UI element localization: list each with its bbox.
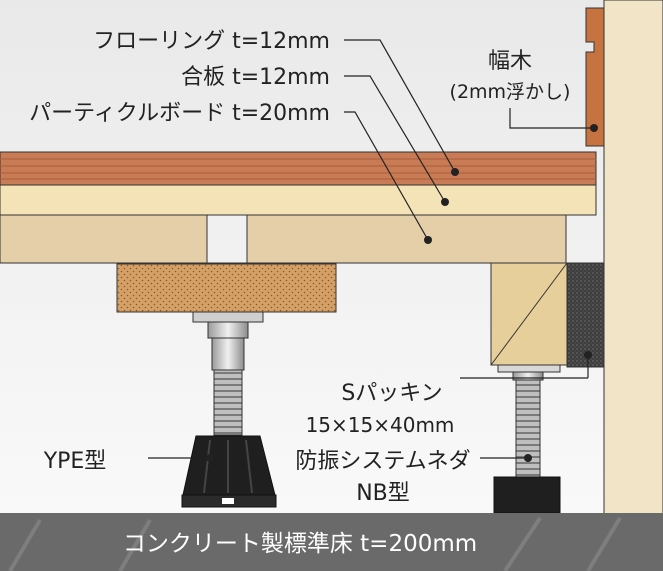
label-packing-size: 15×15×40mm bbox=[306, 413, 455, 437]
flooring-layer bbox=[0, 151, 597, 186]
label-particleboard: パーティクルボード t=20mm bbox=[29, 101, 330, 126]
label-bolt-type: NB型 bbox=[356, 481, 410, 506]
label-concrete: コンクリート製標準床 t=200mm bbox=[123, 531, 477, 557]
s-packing bbox=[566, 262, 605, 368]
label-packing-name: Sパッキン bbox=[341, 381, 442, 406]
plywood-layer bbox=[0, 184, 597, 216]
label-baseboard-note: (2mm浮かし) bbox=[450, 81, 571, 103]
wall bbox=[603, 0, 663, 516]
label-plywood: 合板 t=12mm bbox=[181, 65, 330, 90]
baseboard bbox=[585, 7, 605, 147]
label-baseboard: 幅木 bbox=[488, 49, 532, 74]
label-flooring: フローリング t=12mm bbox=[93, 29, 330, 54]
wood-block bbox=[490, 262, 568, 366]
concrete-floor bbox=[0, 513, 663, 571]
label-bolt-name: 防振システムネダ bbox=[295, 449, 470, 474]
ype-support bbox=[181, 311, 277, 508]
leader-lines bbox=[148, 39, 598, 462]
cork-pad-block bbox=[116, 263, 337, 313]
nb-support bbox=[493, 364, 561, 514]
particleboard-layer bbox=[0, 214, 567, 264]
label-ype: YPE型 bbox=[43, 449, 107, 474]
